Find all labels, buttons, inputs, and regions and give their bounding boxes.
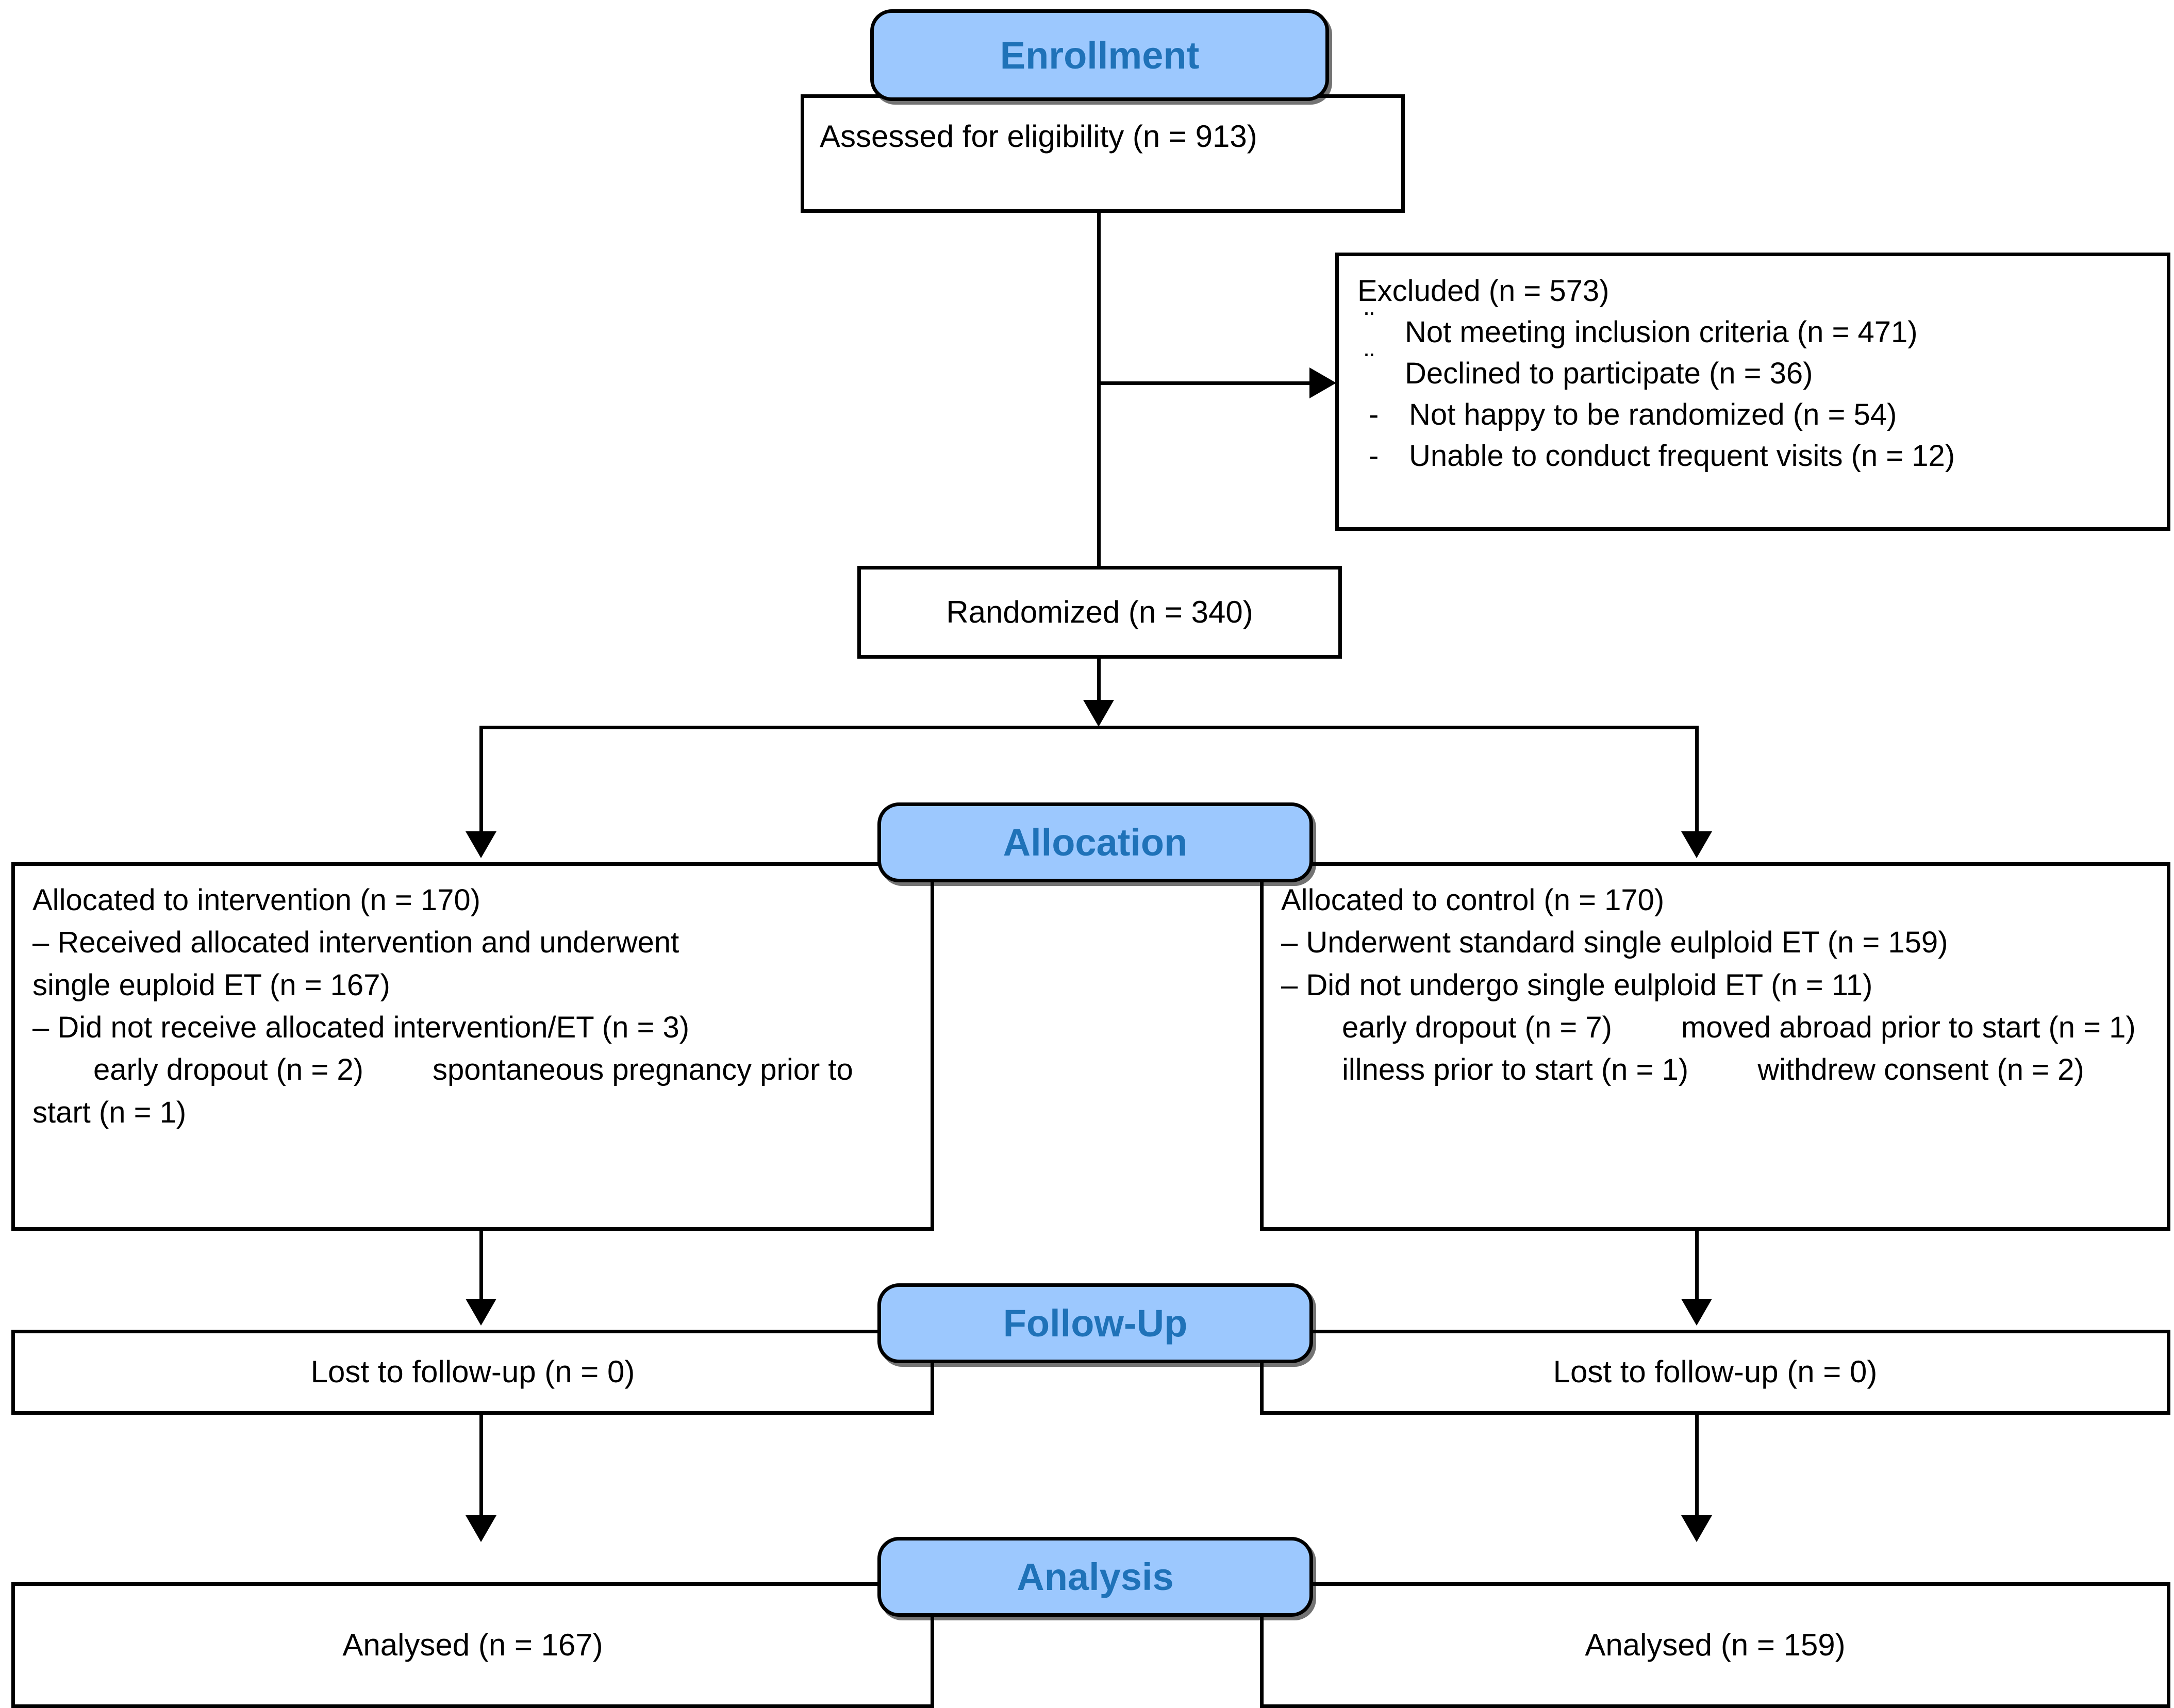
- lost-to-followup-left-box: Lost to follow-up (n = 0): [11, 1330, 934, 1415]
- excluded-item-label: Declined to participate (n = 36): [1405, 357, 1813, 391]
- assessed-for-eligibility-label: Assessed for eligibility (n = 913): [820, 119, 1257, 154]
- stage-header-enrollment: Enrollment: [870, 9, 1329, 101]
- connector-left-followup-to-analysis: [479, 1415, 483, 1520]
- excluded-dash-icon: -: [1369, 398, 1379, 432]
- stage-header-followup: Follow-Up: [877, 1283, 1313, 1363]
- excluded-item: - Unable to conduct frequent visits (n =…: [1357, 436, 2148, 477]
- excluded-item-label: Unable to conduct frequent visits (n = 1…: [1409, 439, 1955, 473]
- allocation-left-title: Allocated to intervention (n = 170): [32, 883, 480, 917]
- connector-right-allocation-to-followup: [1695, 1231, 1699, 1303]
- arrow-left-followup-to-analysis: [466, 1515, 496, 1542]
- excluded-item: ¨ Not meeting inclusion criteria (n = 47…: [1357, 306, 2148, 353]
- arrow-left-allocation-to-followup: [466, 1299, 496, 1326]
- analysis-left-label: Analysed (n = 167): [342, 1627, 603, 1662]
- allocation-right-subitem: illness prior to start (n = 1): [1342, 1053, 1689, 1087]
- analysis-right-label: Analysed (n = 159): [1585, 1627, 1846, 1662]
- randomized-box: Randomized (n = 340): [857, 566, 1342, 659]
- allocation-left-not-received: – Did not receive allocated intervention…: [32, 1011, 690, 1045]
- stage-header-allocation: Allocation: [877, 802, 1313, 882]
- stage-header-enrollment-label: Enrollment: [1000, 34, 1200, 77]
- assessed-for-eligibility-box: Assessed for eligibility (n = 913): [801, 94, 1405, 213]
- allocation-right-subitem: withdrew consent (n = 2): [1757, 1053, 2084, 1087]
- stage-header-analysis: Analysis: [877, 1537, 1313, 1617]
- allocated-to-control-box: Allocated to control (n = 170) – Underwe…: [1260, 862, 2170, 1231]
- lost-to-followup-right-box: Lost to follow-up (n = 0): [1260, 1330, 2170, 1415]
- allocation-right-underwent: – Underwent standard single eulploid ET …: [1281, 926, 1948, 960]
- allocation-left-subitem: spontaneous pregnancy prior to start (n …: [32, 1053, 853, 1129]
- connector-split-to-left-allocation: [479, 726, 483, 836]
- arrow-to-left-allocation: [466, 831, 496, 858]
- connector-left-allocation-to-followup: [479, 1231, 483, 1303]
- allocation-left-received-line2: single euploid ET (n = 167): [32, 968, 390, 1002]
- allocated-to-intervention-box: Allocated to intervention (n = 170) – Re…: [11, 862, 934, 1231]
- excluded-item: ¨ Declined to participate (n = 36): [1357, 347, 2148, 394]
- analysed-left-box: Analysed (n = 167): [11, 1582, 934, 1708]
- connector-right-followup-to-analysis: [1695, 1415, 1699, 1520]
- excluded-item-label: Not happy to be randomized (n = 54): [1409, 398, 1897, 432]
- analysed-right-box: Analysed (n = 159): [1260, 1582, 2170, 1708]
- allocation-right-subitem: moved abroad prior to start (n = 1): [1681, 1011, 2136, 1045]
- arrow-to-excluded: [1309, 367, 1336, 398]
- allocation-right-title: Allocated to control (n = 170): [1281, 883, 1665, 917]
- arrow-right-followup-to-analysis: [1681, 1515, 1712, 1542]
- allocation-right-subitem: early dropout (n = 7): [1342, 1011, 1612, 1045]
- allocation-left-subitem: early dropout (n = 2): [93, 1053, 363, 1087]
- randomized-label: Randomized (n = 340): [946, 594, 1253, 629]
- connector-allocation-split: [479, 726, 1699, 729]
- excluded-dash-icon: -: [1369, 439, 1379, 473]
- arrow-right-allocation-to-followup: [1681, 1299, 1712, 1326]
- arrow-randomized-to-split: [1083, 700, 1114, 727]
- connector-randomized-down: [1097, 659, 1101, 705]
- excluded-item-label: Not meeting inclusion criteria (n = 471): [1405, 315, 1918, 349]
- connector-split-to-right-allocation: [1695, 726, 1699, 836]
- followup-left-label: Lost to follow-up (n = 0): [310, 1354, 635, 1389]
- connector-to-excluded: [1097, 381, 1314, 385]
- followup-right-label: Lost to follow-up (n = 0): [1553, 1354, 1878, 1389]
- stage-header-analysis-label: Analysis: [1017, 1555, 1174, 1598]
- excluded-title: Excluded (n = 573): [1357, 274, 1609, 308]
- excluded-item: - Not happy to be randomized (n = 54): [1357, 394, 2148, 436]
- stage-header-followup-label: Follow-Up: [1003, 1302, 1188, 1345]
- allocation-right-not-undergo: – Did not undergo single eulploid ET (n …: [1281, 968, 1873, 1002]
- allocation-left-received-line1: – Received allocated intervention and un…: [32, 926, 679, 960]
- arrow-to-right-allocation: [1681, 831, 1712, 858]
- excluded-box: Excluded (n = 573) ¨ Not meeting inclusi…: [1335, 253, 2170, 531]
- connector-enrollment-to-randomized: [1097, 213, 1101, 566]
- excluded-bullet-icon: ¨: [1365, 347, 1374, 380]
- stage-header-allocation-label: Allocation: [1003, 821, 1188, 864]
- excluded-bullet-icon: ¨: [1365, 306, 1374, 339]
